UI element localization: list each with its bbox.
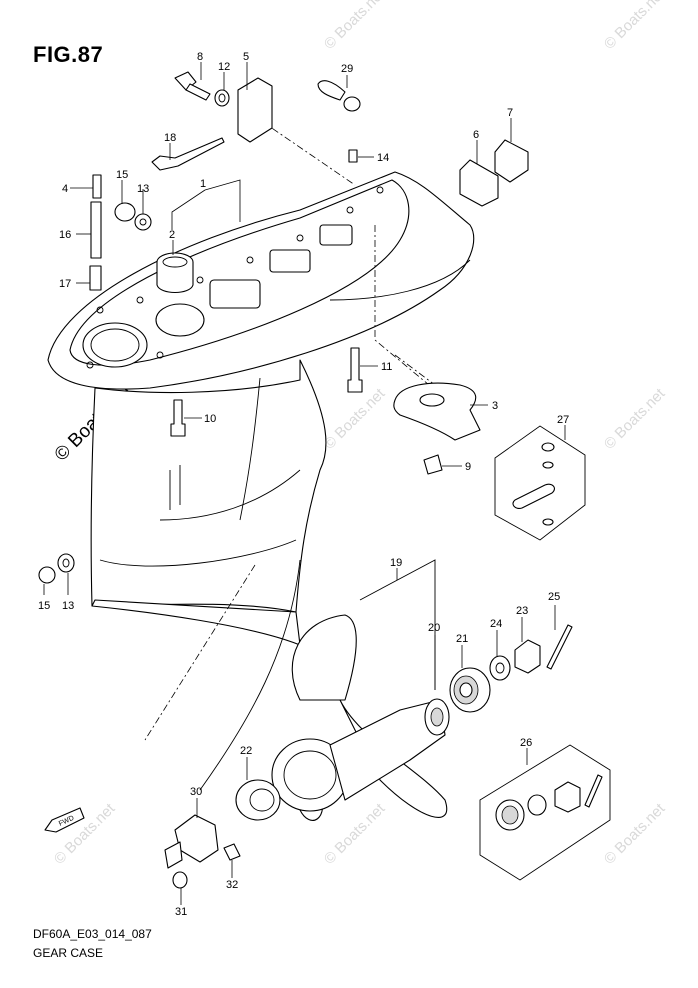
callout-15: 15 [116, 169, 128, 181]
callout-6: 6 [473, 129, 479, 141]
callout-29: 29 [341, 63, 353, 75]
callout-12: 12 [218, 61, 230, 73]
callout-5: 5 [243, 51, 249, 63]
callout-8: 8 [197, 51, 203, 63]
part-4-16-17-water-tube [89, 174, 102, 291]
part-27-kit [494, 425, 586, 541]
part-23-nut [514, 639, 541, 674]
part-30-fitting [164, 814, 219, 869]
part-26-kit [479, 744, 611, 881]
figure-code: DF60A_E03_014_087 [33, 927, 152, 941]
callout-25: 25 [548, 591, 560, 603]
guide-lines [259, 119, 436, 391]
callout-3: 3 [492, 400, 498, 412]
callout-20: 20 [428, 622, 440, 634]
part-22-spacer [235, 779, 281, 821]
part-14-pin [348, 149, 358, 163]
callout-15-lower: 15 [38, 600, 50, 612]
part-7-bracket [494, 139, 529, 183]
part-15-grommet-lower [38, 566, 56, 584]
callout-9: 9 [465, 461, 471, 473]
callout-23: 23 [516, 605, 528, 617]
part-13-washer-lower [57, 553, 75, 573]
watermark: © Boats.net [601, 385, 669, 453]
part-5-pad [237, 77, 273, 143]
callout-18: 18 [164, 132, 176, 144]
callout-19: 19 [390, 557, 402, 569]
part-3-trim-tab [393, 382, 481, 441]
part-11-bolt [347, 347, 363, 393]
callout-22: 22 [240, 745, 252, 757]
callout-7: 7 [507, 107, 513, 119]
leader-lines [43, 62, 566, 905]
part-32-bolt [223, 843, 241, 861]
watermark: © Boats.net [321, 385, 389, 453]
figure-name: GEAR CASE [33, 946, 104, 960]
watermark: © Boats.net [51, 800, 119, 868]
part-21-thrust-washer [449, 667, 491, 713]
callout-13-lower: 13 [62, 600, 74, 612]
watermark: © Boats.net [321, 800, 389, 868]
part-13-washer [134, 213, 152, 231]
part-18-clip [151, 137, 225, 171]
callout-13: 13 [137, 183, 149, 195]
gear-case-housing [47, 171, 475, 791]
propeller [271, 614, 450, 821]
part-29-plug [317, 80, 361, 112]
part-19-kit-bracket [359, 559, 436, 690]
callout-30: 30 [190, 786, 202, 798]
callout-31: 31 [175, 906, 187, 918]
part-12-washer [214, 89, 230, 107]
callout-32: 32 [226, 879, 238, 891]
callout-1: 1 [200, 178, 206, 190]
fwd-arrow-icon: FWD [44, 807, 85, 833]
figure-title: FIG.87 [33, 42, 104, 67]
callout-14: 14 [377, 152, 389, 164]
callout-10: 10 [204, 413, 216, 425]
callout-16: 16 [59, 229, 71, 241]
part-25-cotter-pin [546, 624, 573, 670]
callout-2: 2 [169, 229, 175, 241]
watermark: © Boats.net [601, 800, 669, 868]
part-15-grommet [114, 202, 136, 222]
callout-4: 4 [62, 183, 68, 195]
callout-11: 11 [381, 361, 392, 373]
callout-26: 26 [520, 737, 532, 749]
part-31-plug [172, 871, 188, 889]
callout-21: 21 [456, 633, 468, 645]
callout-27: 27 [557, 414, 569, 426]
part-6-bracket [459, 159, 499, 207]
part-8-bolt [174, 71, 211, 101]
callout-24: 24 [490, 618, 502, 630]
part-24-washer [489, 655, 511, 681]
callout-17: 17 [59, 278, 71, 290]
watermark: © Boats.net [321, 0, 389, 53]
watermark: © Boats.net [601, 0, 669, 53]
part-9-bolt [423, 454, 443, 475]
callout-labels: 8 12 5 29 18 7 6 14 15 13 4 1 16 2 17 11… [38, 51, 569, 918]
part-10-bolt [170, 399, 186, 437]
